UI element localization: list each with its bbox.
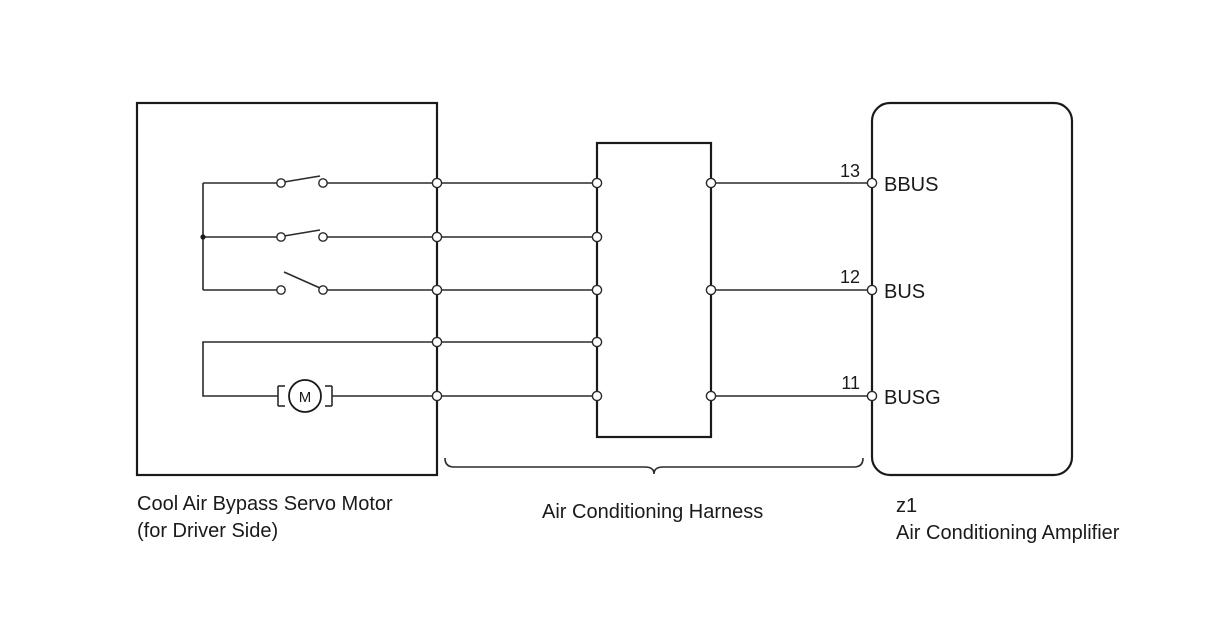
servo-motor-name-line2: (for Driver Side) — [137, 520, 279, 542]
amplifier-connector-terminals — [866, 177, 878, 402]
amplifier-connector-id: z1 — [896, 495, 918, 517]
pin-number-bus: 12 — [840, 267, 860, 287]
amplifier-name: Air Conditioning Amplifier — [896, 522, 1120, 544]
harness-caption: Air Conditioning Harness — [542, 501, 764, 523]
position-switches — [200, 175, 437, 295]
harness-to-amplifier-wires — [711, 182, 872, 397]
pin-number-busg: 11 — [841, 373, 860, 393]
harness-box — [595, 141, 713, 439]
motor-icon — [288, 379, 322, 413]
harness-left-terminals — [591, 177, 603, 402]
harness-brace — [444, 457, 864, 475]
amplifier-caption: z1 Air Conditioning Amplifier — [896, 493, 1119, 547]
pin-signal-bus: BUS — [884, 281, 925, 303]
servo-connector-terminals — [431, 177, 443, 402]
harness-right-terminals — [705, 177, 717, 402]
servo-motor-caption: Cool Air Bypass Servo Motor (for Driver … — [137, 491, 393, 545]
pin-signal-bbus: BBUS — [884, 174, 938, 196]
servo-to-harness-wires — [437, 182, 597, 397]
pin-number-bbus: 13 — [840, 161, 860, 181]
motor-circuit — [202, 341, 437, 407]
servo-motor-box — [135, 101, 439, 477]
servo-motor-name-line1: Cool Air Bypass Servo Motor — [137, 493, 393, 515]
motor-symbol: M — [299, 389, 312, 406]
pin-signal-busg: BUSG — [884, 387, 941, 409]
